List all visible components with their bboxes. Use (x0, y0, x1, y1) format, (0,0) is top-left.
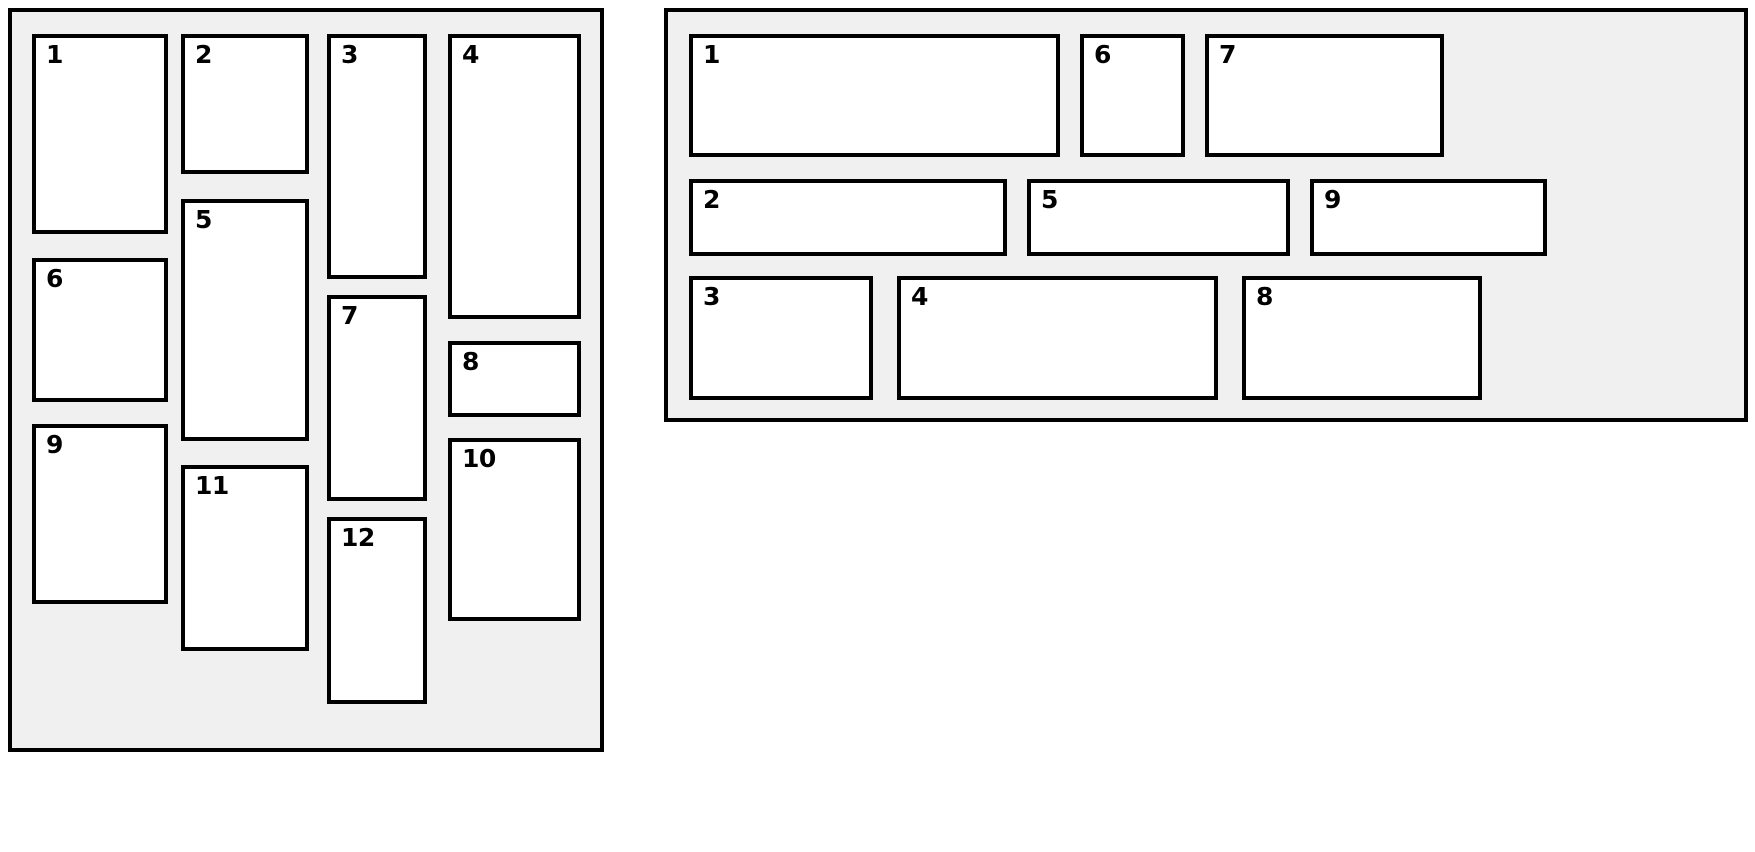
layout-box-3[interactable]: 3 (689, 276, 873, 400)
box-label: 7 (341, 301, 358, 330)
layout-box-2[interactable]: 2 (181, 34, 309, 174)
box-label: 8 (1256, 282, 1273, 311)
box-label: 5 (195, 205, 212, 234)
box-label: 9 (1324, 185, 1341, 214)
box-label: 2 (195, 40, 212, 69)
box-label: 1 (46, 40, 63, 69)
box-label: 1 (703, 40, 720, 69)
layout-box-4[interactable]: 4 (448, 34, 581, 319)
layout-box-12[interactable]: 12 (327, 517, 427, 704)
box-label: 12 (341, 523, 375, 552)
box-label: 2 (703, 185, 720, 214)
layout-box-9[interactable]: 9 (32, 424, 168, 604)
layout-box-11[interactable]: 11 (181, 465, 309, 651)
layout-box-5[interactable]: 5 (181, 199, 309, 441)
layout-box-3[interactable]: 3 (327, 34, 427, 279)
box-label: 10 (462, 444, 496, 473)
layout-box-5[interactable]: 5 (1027, 179, 1290, 256)
box-label: 6 (46, 264, 63, 293)
layout-box-6[interactable]: 6 (1080, 34, 1185, 157)
box-label: 4 (911, 282, 928, 311)
box-label: 8 (462, 347, 479, 376)
box-label: 9 (46, 430, 63, 459)
layout-box-7[interactable]: 7 (327, 295, 427, 501)
box-label: 11 (195, 471, 229, 500)
right-panel-container: 1 6 7 2 5 9 3 4 8 (664, 8, 1748, 422)
box-label: 3 (703, 282, 720, 311)
layout-box-8[interactable]: 8 (1242, 276, 1482, 400)
box-label: 6 (1094, 40, 1111, 69)
layout-box-2[interactable]: 2 (689, 179, 1007, 256)
layout-box-1[interactable]: 1 (32, 34, 168, 234)
layout-box-4[interactable]: 4 (897, 276, 1218, 400)
box-label: 3 (341, 40, 358, 69)
layout-box-10[interactable]: 10 (448, 438, 581, 621)
box-label: 7 (1219, 40, 1236, 69)
layout-box-1[interactable]: 1 (689, 34, 1060, 157)
box-label: 5 (1041, 185, 1058, 214)
layout-box-8[interactable]: 8 (448, 341, 581, 417)
layout-box-9[interactable]: 9 (1310, 179, 1547, 256)
layout-box-6[interactable]: 6 (32, 258, 168, 402)
layout-box-7[interactable]: 7 (1205, 34, 1444, 157)
box-label: 4 (462, 40, 479, 69)
